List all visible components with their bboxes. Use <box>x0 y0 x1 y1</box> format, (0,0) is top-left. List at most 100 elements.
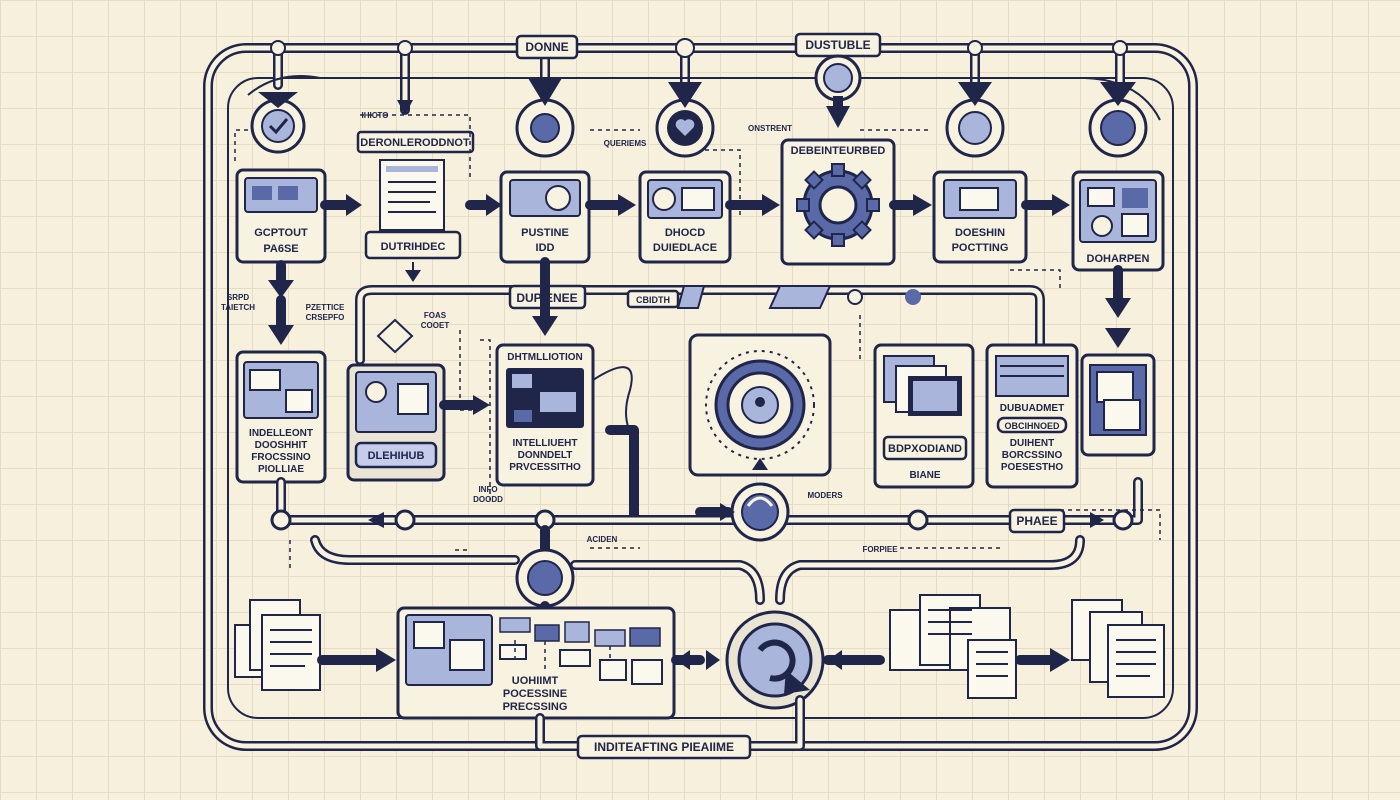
row1-card6-label-line-2: POCTTING <box>952 242 1009 254</box>
dlehihub-button[interactable] <box>354 441 438 469</box>
row1-card-gcptout: GCPTOUT PA6SE <box>235 168 327 264</box>
valve-bowl-icon <box>1088 82 1148 158</box>
row3-process-label-line-3: PRECSSING <box>503 701 568 713</box>
row2-card3-text-line-1: INTELLIUEHT <box>513 438 578 449</box>
row1-card-dhocd: DHOCD DUIEDLACE <box>638 170 732 264</box>
row1-doc-header: DERONLERODDNOT <box>360 137 470 149</box>
row2-card3-text-line-2: DONNDELT <box>518 450 573 461</box>
row1-card4-label-line-1: DHOCD <box>665 227 705 239</box>
valve-check-icon <box>250 92 306 154</box>
row2-card5-title: BDPXODIAND <box>888 443 962 455</box>
annotation-onstrent: ONSTRENT <box>748 124 792 133</box>
annotation-info-line-2: DOODD <box>473 495 503 504</box>
row3-docs-left <box>234 599 396 691</box>
row3-docs-right <box>889 594 1165 699</box>
valve-lens-icon <box>515 78 575 158</box>
annotation-ihicto: IHICTO <box>362 111 389 120</box>
valve-dome-icon <box>814 54 862 128</box>
row2-card1-label-line-1: INDELLEONT <box>249 428 313 439</box>
row1-card4-label-line-2: DUIEDLACE <box>653 242 717 254</box>
row3-process-label-line-1: UOHIIMT <box>512 675 559 687</box>
annotation-aciden: ACIDEN <box>587 535 618 544</box>
refresh-icon <box>757 639 810 694</box>
annotation-foas-line-1: FOAS <box>424 311 447 320</box>
top-valves <box>250 54 1148 158</box>
row1-doc-footer: DUTRIHDEC <box>381 241 446 253</box>
tag-dustuble: DUSTUBLE <box>794 32 882 58</box>
dashed-leaders <box>234 114 1161 570</box>
row2-card3-header: DHTMLLIOTION <box>507 352 583 363</box>
lower-pipe: PHAEE <box>270 477 1143 542</box>
row1-card6-label-line-1: DOESHIN <box>955 227 1005 239</box>
tag-done-label: DONNE <box>525 40 568 54</box>
tag-done: DONNE <box>515 34 579 60</box>
central-junction <box>310 525 1085 626</box>
annotation-queriems: QUERIEMS <box>604 139 647 148</box>
annotation-forpiee: FORPIEE <box>862 545 898 554</box>
row2-card-dial <box>688 333 832 477</box>
row2-card6-text-line-3: POESESTHO <box>1001 462 1063 473</box>
row2-card-dlehihub: DLEHIHUB <box>346 363 446 482</box>
annotation-moders: MODERS <box>807 491 843 500</box>
row2-card5-sub: BIANE <box>909 470 940 481</box>
annotation-pzetti-line-1: PZETTICE <box>306 303 345 312</box>
row1-card-doeshin: DOESHIN POCTTING <box>932 170 1028 264</box>
row1-to-row2-arrows <box>268 257 1131 348</box>
row2-card6-text-line-1: DUIHENT <box>1010 438 1054 449</box>
row2-card6-badge: OBCIHNOED <box>1004 421 1060 431</box>
annotation-srpd-line-2: TAIETCH <box>221 303 255 312</box>
row2-card1-label-line-3: FROCSSINO <box>251 452 311 463</box>
tag-dustuble-label: DUSTUBLE <box>805 38 870 52</box>
bottom-tag: INDITEAFTING PIEAIIME <box>535 695 805 760</box>
row1-card-pustine: PUSTINE IDD <box>499 170 591 264</box>
row1-card3-label-line-1: PUSTINE <box>521 227 569 239</box>
annotation-srpd-line-1: SRPD <box>227 293 249 302</box>
row2-card6-title: DUBUADMET <box>1000 403 1064 414</box>
row1-card7-label: DOHARPEN <box>1087 253 1150 265</box>
row1-card-document: DERONLERODDNOT DUTRIHDEC <box>356 130 475 260</box>
annotation-pzetti-line-2: CRSEPFO <box>306 313 345 322</box>
row2-card1-label-line-2: DOOSHHIT <box>255 440 308 451</box>
row2-card-documents-stack <box>1080 353 1156 457</box>
row2-card2-button-label: DLEHIHUB <box>368 450 425 462</box>
row2-card6-text-line-2: BORCSSINO <box>1002 450 1063 461</box>
valve-gauge-icon <box>945 82 1005 158</box>
row2-card-bdpxodiand: BDPXODIAND BIANE <box>873 343 975 489</box>
row1-gear-header: DEBEINTEURBED <box>791 145 886 157</box>
row1-card1-label-line-2: PA6SE <box>263 243 298 255</box>
row2-card3-text-line-3: PRVCESSITHO <box>509 462 581 473</box>
row1-card-doharpen: DOHARPEN <box>1071 170 1165 272</box>
annotation-info-line-1: INFO <box>478 485 497 494</box>
middle-small-label: CBIDTH <box>636 295 670 305</box>
bottom-tag-label: INDITEAFTING PIEAIIME <box>594 740 734 754</box>
row3-process-label-line-2: POCESSINE <box>503 688 567 700</box>
lower-dial-icon <box>730 482 790 542</box>
row1-arrows <box>320 194 1070 216</box>
valve-heart-icon <box>655 82 715 158</box>
gear-icon <box>796 163 880 247</box>
row1-card-gear: DEBEINTEURBED <box>780 138 896 266</box>
row2-card1-label-line-4: PIOLLIAE <box>258 464 304 475</box>
row3-cycle-node <box>671 610 885 710</box>
annotation-foas-line-2: COOET <box>421 321 450 330</box>
phase-tag-label: PHAEE <box>1016 514 1057 528</box>
row1-card3-label-line-2: IDD <box>536 242 555 254</box>
row1-card1-label-line-1: GCPTOUT <box>254 227 308 239</box>
